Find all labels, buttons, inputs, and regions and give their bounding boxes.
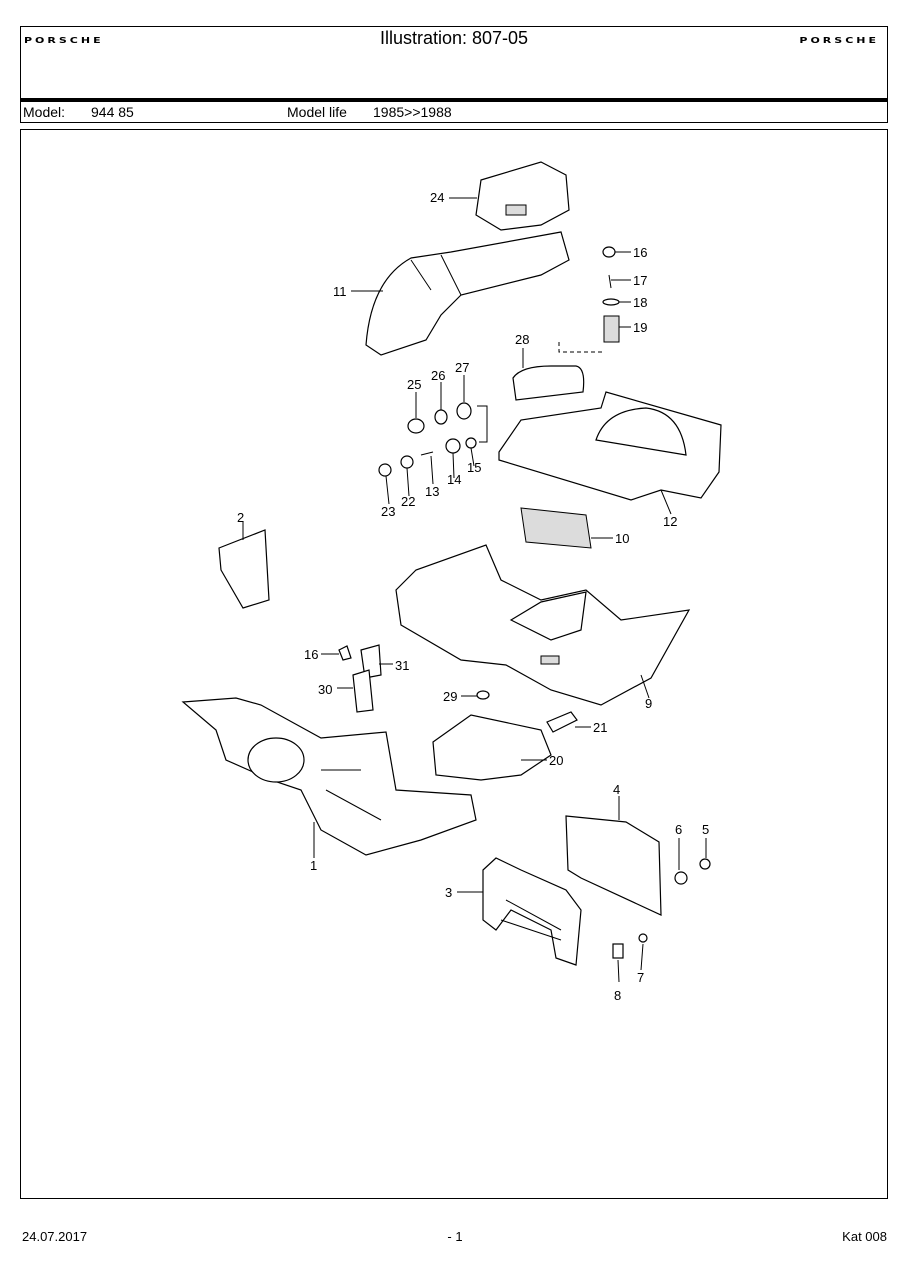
part-2-shape [218, 529, 270, 609]
part-1-shape [181, 697, 477, 856]
part-18-shape [602, 298, 620, 306]
part-21-shape [546, 711, 578, 733]
part-13-shape [420, 451, 434, 456]
part-25-shape [407, 418, 425, 434]
callout-25: 25 [407, 377, 421, 392]
porsche-logo-left: PORSCHE [24, 36, 104, 46]
part-23-shape [378, 463, 392, 477]
drawing-line [321, 769, 382, 821]
drawing-line [406, 467, 410, 497]
callout-24: 24 [430, 190, 444, 205]
exploded-parts-drawing: 24 16 17 18 19 11 28 25 26 27 23 22 13 1… [20, 129, 888, 1199]
drawing-line [617, 959, 620, 983]
part-8-shape [612, 943, 624, 959]
callout-26: 26 [431, 368, 445, 383]
part-7-shape [638, 933, 648, 943]
callout-4: 4 [613, 782, 620, 797]
callout-15: 15 [467, 460, 481, 475]
part-15-shape [465, 437, 477, 449]
footer-catalog: Kat 008 [842, 1229, 887, 1244]
drawing-line [509, 591, 587, 641]
callout-10: 10 [615, 531, 629, 546]
callout-3: 3 [445, 885, 452, 900]
model-life-label: Model life [287, 104, 347, 120]
drawing-line [640, 943, 644, 971]
callout-5: 5 [702, 822, 709, 837]
callout-17: 17 [633, 273, 647, 288]
callout-29: 29 [443, 689, 457, 704]
callout-28: 28 [515, 332, 529, 347]
callout-30: 30 [318, 682, 332, 697]
part-31-shape [360, 644, 382, 679]
callout-12: 12 [663, 514, 677, 529]
part-19-shape [603, 315, 620, 343]
drawing-line [452, 452, 455, 479]
callout-20: 20 [549, 753, 563, 768]
callout-27: 27 [455, 360, 469, 375]
callout-23: 23 [381, 504, 395, 519]
callout-22: 22 [401, 494, 415, 509]
parts-illustration: 24 16 17 18 19 11 28 25 26 27 23 22 13 1… [181, 161, 722, 1003]
part-20-shape [432, 714, 552, 781]
callout-14: 14 [447, 472, 461, 487]
drawing-line [470, 447, 475, 467]
callout-16: 16 [633, 245, 647, 260]
footer-date: 24.07.2017 [22, 1229, 88, 1244]
part-6-shape [674, 871, 688, 885]
drawing-line [477, 405, 488, 443]
callout-19: 19 [633, 320, 647, 335]
header-box: PORSCHE Illustration: 807-05 PORSCHE [20, 26, 888, 99]
part-26-shape [434, 409, 448, 425]
drawing-line [430, 455, 434, 485]
part-14-shape [445, 438, 461, 454]
callout-1: 1 [310, 858, 317, 873]
part-9-detail [540, 655, 560, 665]
drawing-line [385, 475, 390, 505]
drawing-line [500, 899, 562, 941]
part-3-shape [482, 857, 582, 966]
callout-31: 31 [395, 658, 409, 673]
callout-9: 9 [645, 696, 652, 711]
part-16-shape [602, 246, 616, 258]
porsche-logo-right: PORSCHE [799, 36, 879, 46]
part-27-shape [456, 402, 472, 420]
part-29-shape [476, 690, 490, 700]
callout-2: 2 [237, 510, 244, 525]
part-12-shape [498, 391, 722, 501]
model-label: Model: [23, 104, 66, 120]
part-16b-shape [338, 645, 352, 661]
part-24-detail [505, 204, 527, 216]
drawing-line [410, 254, 462, 296]
callout-16b: 16 [304, 647, 318, 662]
model-life-value: 1985>>1988 [373, 104, 452, 120]
part-28-shape [512, 365, 585, 401]
drawing-line [558, 342, 603, 353]
callout-11: 11 [333, 284, 347, 299]
part-24-shape [475, 161, 570, 231]
footer-page: - 1 [447, 1229, 463, 1244]
part-5-shape [699, 858, 711, 870]
part-10-shape [520, 507, 592, 549]
drawing-line [595, 407, 687, 456]
callout-21: 21 [593, 720, 607, 735]
illustration-title: Illustration: 807-05 [379, 28, 529, 48]
drawing-line [608, 274, 612, 289]
model-bar: Model: 944 85 Model life 1985>>1988 [20, 99, 888, 123]
part-4-shape [565, 815, 662, 916]
callout-18: 18 [633, 295, 647, 310]
part-30-shape [352, 669, 374, 713]
part-22-shape [400, 455, 414, 469]
drawing-line [247, 737, 305, 783]
callout-13: 13 [425, 484, 439, 499]
part-11-shape [365, 231, 570, 356]
callout-8: 8 [614, 988, 621, 1003]
drawing-line [660, 489, 672, 515]
callout-6: 6 [675, 822, 682, 837]
drawing-line [640, 674, 650, 699]
model-value: 944 85 [91, 104, 134, 120]
callout-7: 7 [637, 970, 644, 985]
